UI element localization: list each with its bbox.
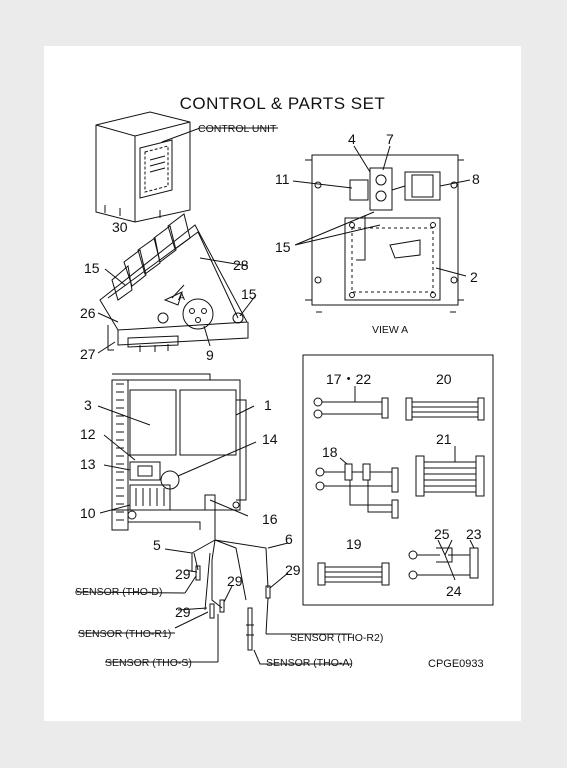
sensor-thoa-caption: SENSOR (THO-A) — [266, 657, 353, 669]
view-a-caption: VIEW A — [372, 324, 408, 336]
callout-24: 24 — [446, 583, 462, 599]
harness-box — [302, 354, 494, 606]
callout-25: 25 — [434, 526, 450, 542]
callout-5: 5 — [153, 537, 161, 553]
callout-14: 14 — [262, 431, 278, 447]
callout-15-side-left: 15 — [84, 260, 100, 276]
sensor-thod-caption: SENSOR (THO-D) — [75, 586, 163, 598]
callout-29-d: 29 — [175, 604, 191, 620]
callout-6: 6 — [285, 531, 293, 547]
callout-2: 2 — [470, 269, 478, 285]
control-unit-caption: CONTROL UNIT — [198, 123, 277, 135]
callout-15-view-a: 15 — [275, 239, 291, 255]
callout-19: 19 — [346, 536, 362, 552]
callout-26: 26 — [80, 305, 96, 321]
callout-23: 23 — [466, 526, 482, 542]
callout-29-c: 29 — [285, 562, 301, 578]
callout-20: 20 — [436, 371, 452, 387]
drawing-code: CPGE0933 — [428, 658, 484, 670]
sensor-thos-caption: SENSOR (THO-S) — [105, 657, 192, 669]
callout-28: 28 — [233, 257, 249, 273]
callout-7: 7 — [386, 131, 394, 147]
callout-13: 13 — [80, 456, 96, 472]
callout-10: 10 — [80, 505, 96, 521]
callout-27: 27 — [80, 346, 96, 362]
callout-1: 1 — [264, 397, 272, 413]
callout-21: 21 — [436, 431, 452, 447]
sensor-thor1-caption: SENSOR (THO-R1) — [78, 628, 171, 640]
callout-11: 11 — [275, 171, 290, 187]
view-a-drawing — [292, 145, 471, 313]
sensor-thor2-caption: SENSOR (THO-R2) — [290, 632, 383, 644]
callout-29-b: 29 — [227, 573, 243, 589]
switch-box-side-drawing — [97, 213, 257, 354]
callout-17-22: 17・22 — [326, 371, 371, 387]
callout-4: 4 — [348, 131, 356, 147]
control-box-front-drawing — [97, 373, 257, 531]
callout-18: 18 — [322, 444, 338, 460]
arrow-a-caption: A — [178, 291, 185, 303]
callout-8: 8 — [472, 171, 480, 187]
outdoor-unit-drawing — [95, 111, 278, 223]
callout-12: 12 — [80, 426, 96, 442]
sensor-harness-drawing — [74, 510, 352, 665]
callout-29-a: 29 — [175, 566, 191, 582]
page-title: CONTROL & PARTS SET — [179, 94, 386, 113]
callout-9: 9 — [206, 347, 214, 363]
callout-30: 30 — [112, 219, 128, 235]
callout-15-side-right: 15 — [241, 286, 257, 302]
callout-16: 16 — [262, 511, 278, 527]
callout-3: 3 — [84, 397, 92, 413]
